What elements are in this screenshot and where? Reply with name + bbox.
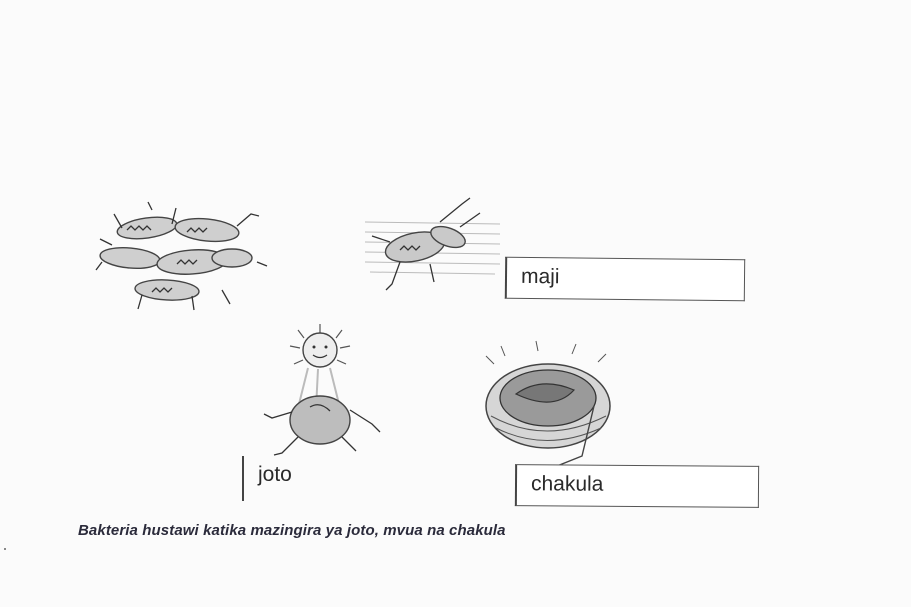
label-maji-text: maji: [521, 265, 560, 288]
food-bowl-bacteria-icon: [476, 336, 626, 466]
label-joto-text: joto: [258, 463, 292, 486]
label-joto: joto: [242, 456, 442, 501]
caption: Bakteria hustawi katika mazingira ya jot…: [78, 522, 506, 539]
label-maji: maji: [505, 257, 745, 302]
bacteria-in-water-icon: [360, 192, 505, 304]
stray-mark: [4, 548, 6, 550]
sun-over-bacteria-icon: [250, 322, 400, 467]
label-chakula-text: chakula: [531, 472, 604, 496]
bacteria-cluster-icon: [92, 200, 272, 315]
label-chakula: chakula: [515, 464, 759, 508]
